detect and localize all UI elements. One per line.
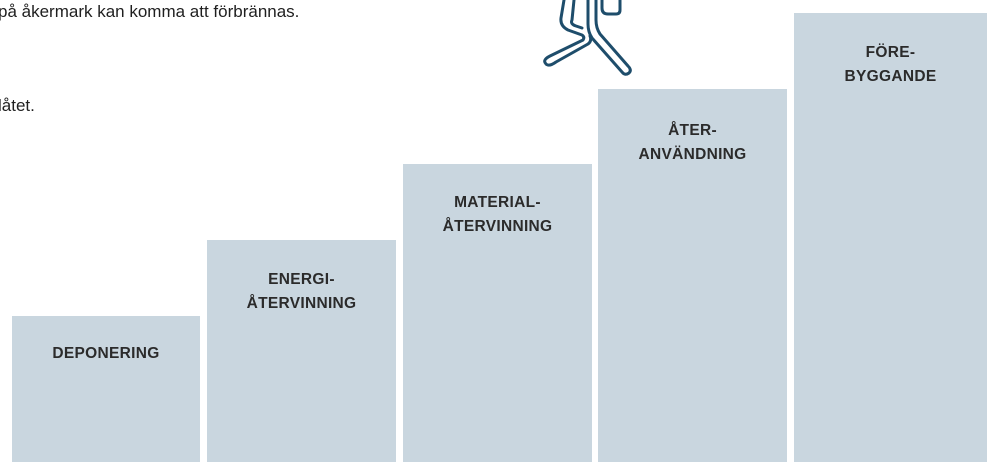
step-energiatervinning: ENERGI- ÅTERVINNING: [207, 240, 396, 462]
step-label-deponering: DEPONERING: [52, 345, 160, 362]
body-text-line-1: på åkermark kan komma att förbrännas.: [0, 2, 300, 21]
step-deponering: DEPONERING: [12, 316, 200, 462]
step-label-materialatervinning: MATERIAL- ÅTERVINNING: [442, 194, 553, 235]
step-forebyggande: FÖRE- BYGGANDE: [794, 13, 987, 462]
step-label-forebyggande: FÖRE- BYGGANDE: [844, 44, 937, 85]
walking-person-icon: [543, 0, 632, 76]
step-materialatervinning: MATERIAL- ÅTERVINNING: [403, 164, 592, 462]
step-label-energiatervinning: ENERGI- ÅTERVINNING: [246, 271, 357, 312]
body-text-line-2: låtet.: [0, 96, 35, 115]
step-ateranvandning: ÅTER- ANVÄNDNING: [598, 89, 787, 462]
step-label-ateranvandning: ÅTER- ANVÄNDNING: [638, 122, 747, 163]
